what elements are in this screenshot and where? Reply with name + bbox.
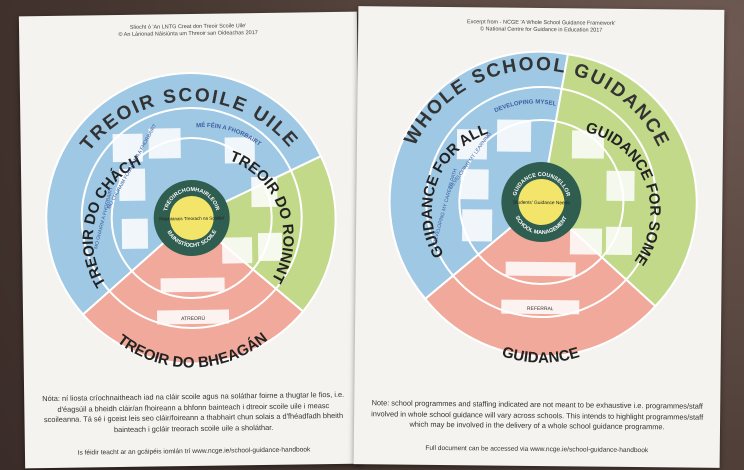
center-yellow (518, 179, 565, 226)
wheel-segment-salmon (423, 200, 657, 358)
center-label: Students' Guidance Needs (513, 200, 571, 207)
center-yellow (169, 195, 214, 240)
guidance-wheel-diagram: WHOLE SCHOOL GUIDANCE GUIDANCE FOR ALL G… (355, 28, 698, 367)
sheet-note: Note: school programmes and staffing ind… (371, 398, 704, 432)
referral-label: REFERRAL (527, 306, 554, 312)
wheel-text-boxes (456, 119, 635, 315)
wheel-text-boxes (112, 128, 283, 325)
guidance-wheel-diagram: TREOIR SCOILE UILE TREOIR DO CHÁCH TREOI… (45, 72, 337, 373)
irish-guidance-sheet: Sliocht ó 'An LNTG Creat don Treoir Scoi… (18, 11, 364, 469)
sheet-link: Full document can be accessed via www.nc… (425, 444, 649, 455)
center-label: Riachtanais Treorach na Scoláirí (159, 216, 225, 222)
referral-label: ATREORÚ (181, 315, 206, 322)
sheet-link: Is féidir teacht ar an gcáipéis iomlán t… (77, 446, 311, 457)
english-guidance-sheet: Excerpt from - NCGE 'A Whole School Guid… (353, 6, 725, 468)
segment-label-bottom: GUIDANCE (500, 343, 581, 367)
sheet-note: Nóta: ní liosta críochnaitheach iad na c… (42, 389, 345, 434)
